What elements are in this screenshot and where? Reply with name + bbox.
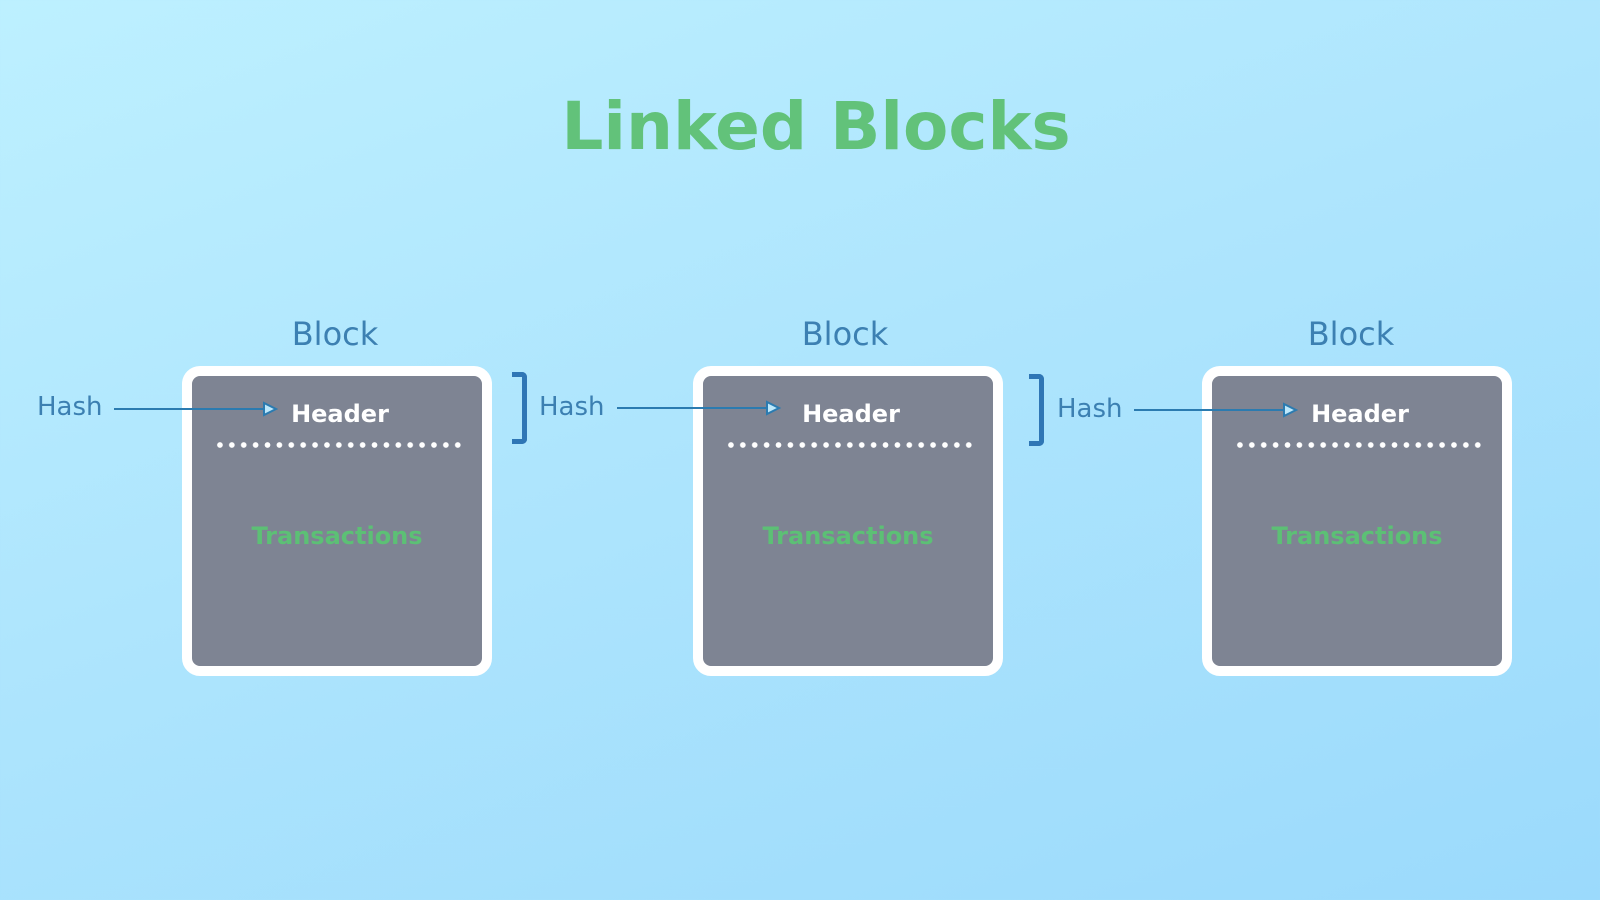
block-body-panel (703, 376, 993, 666)
hash-label: Hash (1057, 394, 1123, 424)
hash-label: Hash (539, 392, 605, 422)
bracket-icon (512, 372, 527, 444)
block-header-label: Header (802, 400, 900, 428)
hash-label: Hash (37, 392, 103, 422)
block-header-label: Header (291, 400, 389, 428)
hash-arrow (617, 400, 782, 416)
hash-arrow (114, 401, 279, 417)
block: Header Transactions (693, 366, 1003, 676)
block-body-panel (192, 376, 482, 666)
block: Header Transactions (1202, 366, 1512, 676)
hash-arrow (1134, 402, 1299, 418)
transactions-label: Transactions (1271, 522, 1443, 550)
dotted-divider (214, 442, 464, 448)
block-label: Block (291, 315, 379, 353)
block: Header Transactions (182, 366, 492, 676)
block-header-label: Header (1311, 400, 1409, 428)
dotted-divider (725, 442, 975, 448)
bracket-icon (1029, 374, 1044, 446)
transactions-label: Transactions (251, 522, 423, 550)
block-label: Block (801, 315, 889, 353)
block-body-panel (1212, 376, 1502, 666)
block-label: Block (1307, 315, 1395, 353)
transactions-label: Transactions (762, 522, 934, 550)
page-title: Linked Blocks (561, 88, 1071, 165)
dotted-divider (1234, 442, 1484, 448)
